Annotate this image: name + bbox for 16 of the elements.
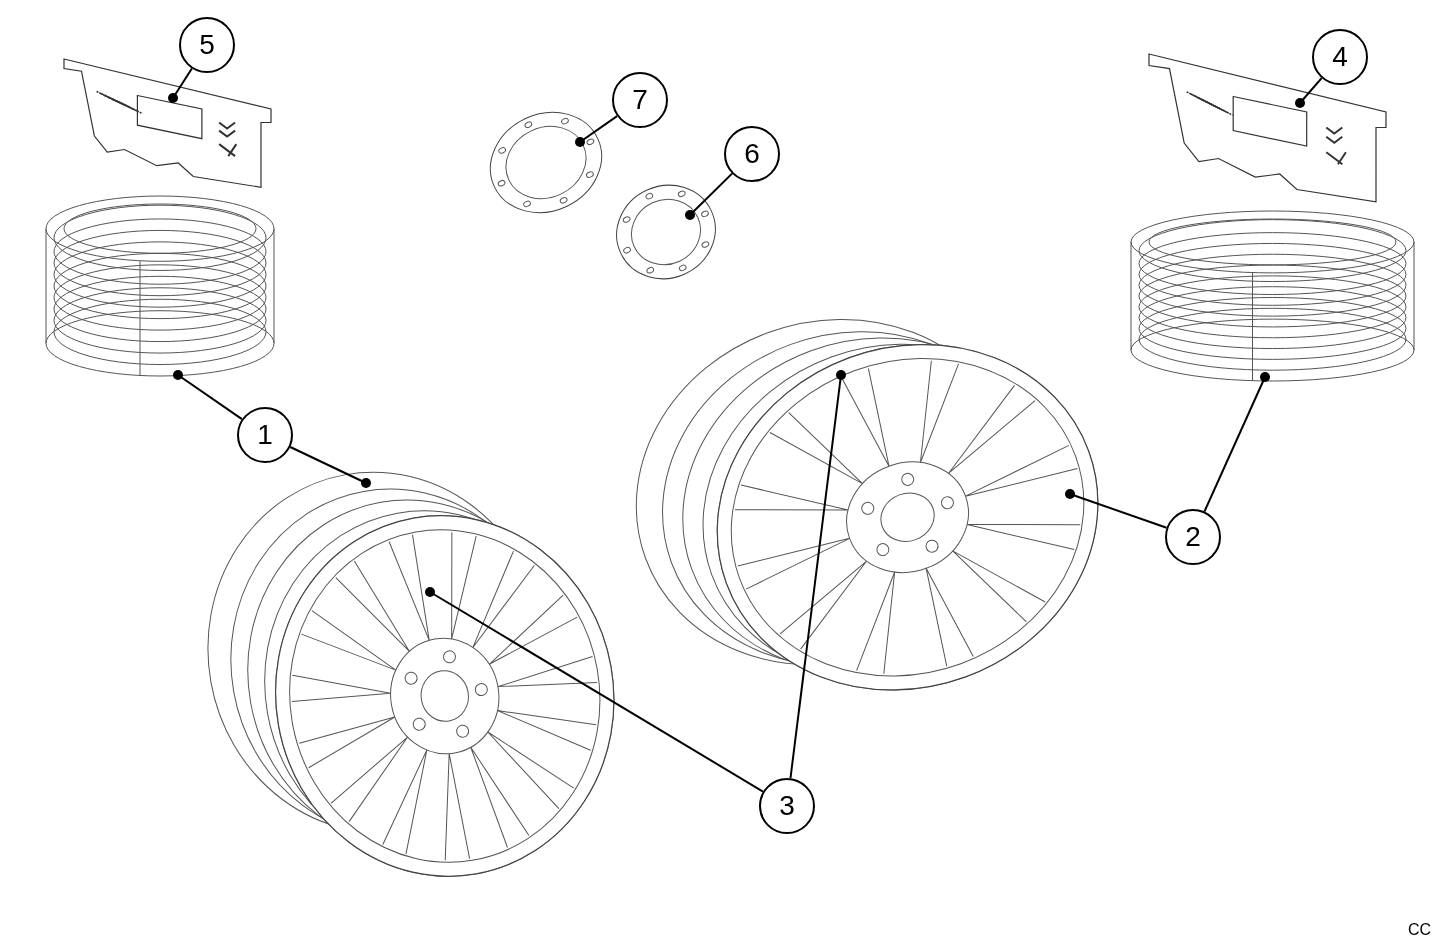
callout-number: 2 — [1165, 509, 1221, 565]
leader-line — [289, 446, 371, 488]
callout-number: 5 — [179, 17, 235, 73]
callout-number: 4 — [1312, 29, 1368, 85]
leader-line — [173, 370, 243, 421]
leader-line — [425, 587, 764, 793]
leader-line — [789, 370, 846, 780]
leader-line — [168, 67, 193, 103]
callout-number: 3 — [759, 778, 815, 834]
callout-number: 6 — [724, 126, 780, 182]
callout-number: 1 — [237, 407, 293, 463]
leader-line — [685, 172, 734, 220]
leader-line — [1295, 77, 1323, 108]
rim-protector-card-drawing — [60, 55, 275, 190]
callout-number: 7 — [612, 72, 668, 128]
license-note: CC — [1407, 920, 1431, 940]
